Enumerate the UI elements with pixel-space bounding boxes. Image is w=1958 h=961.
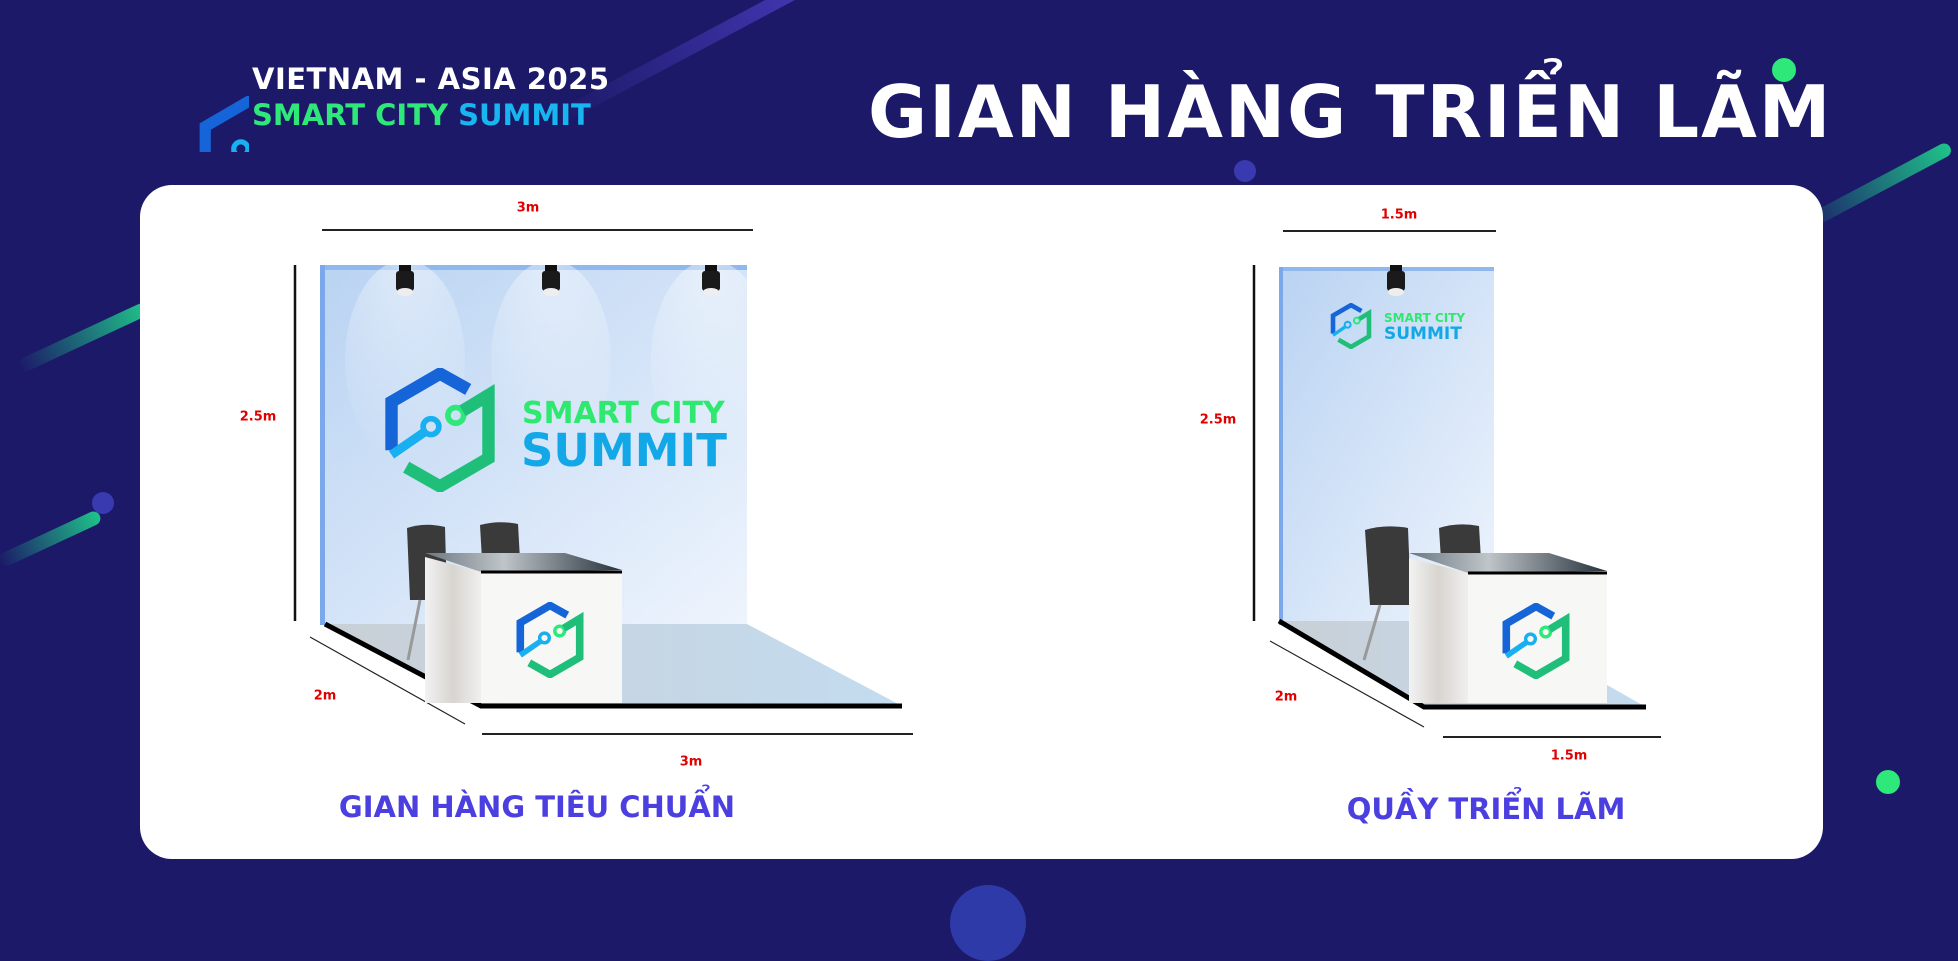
page-title: GIAN HÀNG TRIỂN LÃM [868, 70, 1833, 154]
depth-label: 2m [313, 688, 337, 704]
height-label: 2.5m [1199, 412, 1237, 428]
wall-brand-smart-city: SMART CITY [522, 396, 725, 431]
front-label: 3m [679, 754, 703, 770]
wall-brand-summit: SUMMIT [1384, 324, 1462, 344]
desk-top [1409, 553, 1607, 573]
exhibition-counter [1252, 230, 1661, 738]
chair [1439, 524, 1481, 560]
decor-dot [92, 492, 114, 514]
logo-brand: SMART CITY SUMMIT [252, 98, 591, 132]
standard-booth [293, 229, 913, 735]
depth-dimension-line [1269, 640, 1425, 728]
width-label: 3m [516, 200, 540, 216]
depth-dimension-line [309, 636, 466, 725]
decor-dot [1876, 770, 1900, 794]
logo-summit: SUMMIT [458, 98, 591, 132]
width-label: 1.5m [1380, 207, 1418, 223]
logo-smart-city: SMART CITY [252, 98, 448, 132]
decor-dot [1772, 58, 1796, 82]
booth-caption: QUẦY TRIỂN LÃM [1346, 792, 1626, 826]
height-label: 2.5m [239, 409, 277, 425]
desk-front [481, 572, 622, 703]
chair [1365, 526, 1411, 605]
chair [480, 522, 520, 560]
front-label: 1.5m [1550, 748, 1588, 764]
booth-caption: GIAN HÀNG TIÊU CHUẨN [338, 790, 736, 824]
decor-dot [1234, 160, 1256, 182]
desk-front [1468, 573, 1607, 703]
wall-brand-summit: SUMMIT [521, 424, 727, 477]
desk-top [425, 553, 622, 572]
desk-side [425, 557, 481, 703]
logo-event-name: VIETNAM - ASIA 2025 [252, 62, 610, 96]
wall-brand-smart-city: SMART CITY [1384, 311, 1466, 325]
booth-illustrations [293, 229, 1661, 738]
desk-side [1409, 558, 1468, 703]
depth-label: 2m [1274, 689, 1298, 705]
